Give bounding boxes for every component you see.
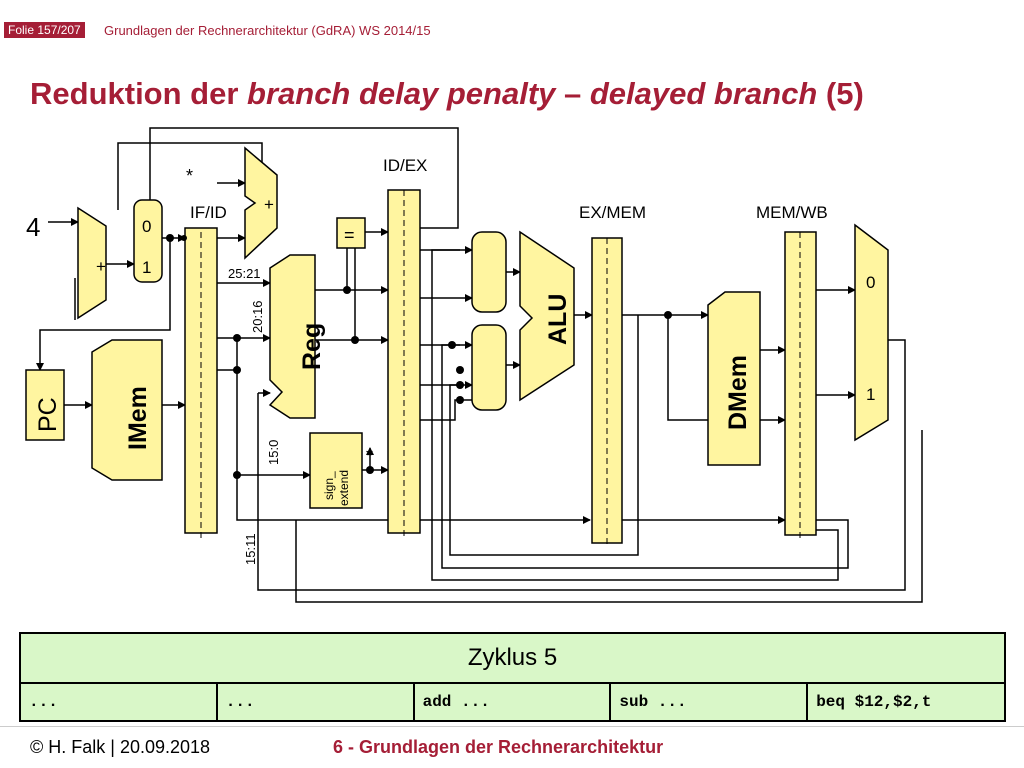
- dot-rt: [233, 334, 241, 342]
- title-part3: (5): [817, 76, 864, 111]
- title-part1: Reduktion der: [30, 76, 248, 111]
- pc-mux: [133, 199, 163, 283]
- sign-extend-block: [309, 432, 363, 509]
- cycle-cell-id: ...: [215, 682, 415, 722]
- id-ex-label: ID/EX: [383, 156, 427, 175]
- bits-15-11-label: 15:11: [243, 533, 258, 565]
- dot-aluout: [664, 311, 672, 319]
- alu-mux-b: [471, 324, 507, 411]
- if-id-label: IF/ID: [190, 203, 227, 222]
- cycle-cell-ex: add ...: [412, 682, 612, 722]
- dmem-block: [707, 291, 761, 466]
- dot-instr: [233, 366, 241, 374]
- writeback-mux: [854, 223, 889, 442]
- pc-mux-in1: 1: [142, 258, 151, 277]
- star-top-label: *: [186, 166, 193, 186]
- dot-fwd2: [456, 366, 464, 374]
- footer-chapter: 6 - Grundlagen der Rechnerarchitektur: [333, 737, 664, 757]
- dot-rega: [343, 286, 351, 294]
- mem-wb-label: MEM/WB: [756, 203, 828, 222]
- dot-fwd1: [448, 341, 456, 349]
- wb-mux-in0: 0: [866, 273, 875, 292]
- dot-fwd4: [456, 396, 464, 404]
- title-italic2: delayed branch: [589, 76, 818, 111]
- page-title: Reduktion der branch delay penalty – del…: [30, 76, 864, 112]
- dot-pc4: [166, 234, 174, 242]
- bits-15-0-label: 15:0: [266, 440, 281, 465]
- wire-forward3: [431, 249, 839, 581]
- ex-mem-label: EX/MEM: [579, 203, 646, 222]
- alu-label: ALU: [544, 294, 572, 345]
- slide-number-badge: Folie 157/207: [4, 22, 85, 38]
- branch-adder: [244, 146, 278, 260]
- junction-dots: [166, 234, 672, 479]
- pipeline-diagram: 4 0 1 + + * = IF/ID ID/EX EX/MEM MEM/WB …: [25, 127, 923, 603]
- cycle-cell-if: ...: [19, 682, 218, 722]
- wire-rd: [236, 475, 591, 524]
- footer-divider: [0, 726, 1024, 727]
- alu-block: [519, 230, 575, 402]
- wire-forward1: [441, 344, 849, 569]
- branch-adder-plus: +: [264, 195, 274, 214]
- wb-mux-in1: 1: [866, 385, 875, 404]
- reg-label: Reg: [298, 323, 326, 370]
- dot-signext: [366, 466, 374, 474]
- sign-extend-line2: extend: [337, 470, 351, 506]
- dot-regb: [351, 336, 359, 344]
- alu-mux-a: [471, 231, 507, 313]
- pc-label: PC: [34, 397, 62, 432]
- pc-register: [25, 369, 65, 441]
- pc-adder-plus: +: [96, 257, 106, 276]
- star-sign-label: *: [366, 446, 373, 466]
- comparator: [336, 217, 366, 249]
- wire-branch-feedback: [149, 127, 459, 229]
- wire-forward2: [449, 315, 639, 556]
- wire-ex5: [420, 399, 472, 421]
- cycle-title: Zyklus 5: [19, 632, 1006, 684]
- pc-mux-in0: 0: [142, 217, 151, 236]
- bits-20-16-label: 20:16: [250, 300, 265, 333]
- footer-author: © H. Falk | 20.09.2018: [30, 737, 211, 757]
- const-four-label: 4: [26, 212, 40, 242]
- dot-imm: [233, 471, 241, 479]
- pc-adder: [77, 206, 107, 320]
- cycle-cell-mem: sub ...: [609, 682, 809, 722]
- imem-label: IMem: [124, 386, 152, 450]
- wire-top-loop: [117, 142, 263, 210]
- dmem-label: DMem: [724, 355, 752, 430]
- bits-25-21-label: 25:21: [228, 266, 261, 281]
- course-title: Grundlagen der Rechnerarchitektur (GdRA)…: [104, 23, 431, 38]
- dot-fwd3: [456, 381, 464, 389]
- title-part2: –: [555, 76, 590, 111]
- sign-extend-line1: sign_: [322, 471, 336, 500]
- imem-block: [91, 339, 163, 481]
- equals-label: =: [344, 225, 355, 245]
- wire-writeback-data: [257, 339, 906, 591]
- cycle-cell-wb: beq $12,$2,t: [806, 682, 1006, 722]
- title-italic1: branch delay penalty: [247, 76, 556, 111]
- register-file: [268, 254, 316, 419]
- wire-writeback-reg: [295, 430, 923, 603]
- cycle-table: Zyklus 5 ... ... add ... sub ... beq $12…: [19, 632, 1006, 722]
- dot-ifid-in: [181, 235, 187, 241]
- pipeline-registers: [184, 189, 817, 548]
